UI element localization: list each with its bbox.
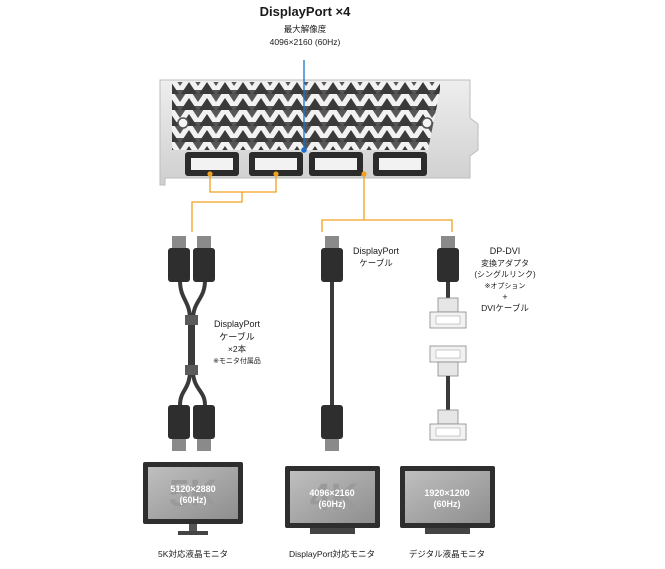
right-cable-label: DP-DVI 変換アダプタ (シングルリンク) ※オプション + DVIケーブル	[474, 246, 536, 313]
svg-text:※モニタ付属品: ※モニタ付属品	[213, 356, 261, 365]
monitor-dvi-refresh: (60Hz)	[433, 499, 460, 509]
svg-text:※オプション: ※オプション	[485, 282, 526, 290]
svg-text:DVIケーブル: DVIケーブル	[481, 303, 529, 313]
gpu-bracket	[159, 79, 479, 186]
monitor-dvi-label: デジタル液晶モニタ	[409, 549, 485, 559]
svg-text:DisplayPort: DisplayPort	[214, 319, 261, 329]
screw-left	[177, 117, 189, 129]
monitor-dvi-resolution: 1920×1200	[424, 488, 469, 498]
pointer-line	[301, 60, 307, 153]
svg-text:+: +	[502, 292, 507, 302]
monitor-5k-resolution: 5120×2880	[170, 484, 215, 494]
dp-dvi-adapter	[429, 236, 467, 329]
left-cable-label: DisplayPort ケーブル ×2本 ※モニタ付属品	[213, 319, 261, 365]
dvi-cable	[429, 345, 467, 441]
screw-right	[421, 117, 433, 129]
monitor-4k: 4K 4096×2160 (60Hz)	[285, 466, 380, 534]
monitor-4k-refresh: (60Hz)	[318, 499, 345, 509]
dp-cable-single	[321, 236, 343, 451]
dp-cable-pair	[168, 236, 215, 451]
dp-port-3	[309, 152, 363, 176]
monitor-4k-resolution: 4096×2160	[309, 488, 354, 498]
header-resolution: 4096×2160 (60Hz)	[270, 37, 341, 47]
monitor-5k: 5K 5120×2880 (60Hz)	[143, 462, 243, 535]
monitor-5k-label: 5K対応液晶モニタ	[158, 549, 228, 559]
dp-port-1	[185, 152, 239, 176]
monitor-5k-refresh: (60Hz)	[179, 495, 206, 505]
monitor-4k-label: DisplayPort対応モニタ	[289, 549, 375, 559]
connection-lines	[191, 171, 453, 232]
svg-text:DisplayPort: DisplayPort	[353, 246, 400, 256]
svg-text:ケーブル: ケーブル	[219, 331, 254, 342]
header-subtitle: 最大解像度	[284, 24, 327, 34]
monitor-4k-watermark: 4K	[310, 477, 359, 519]
monitor-dvi: 1920×1200 (60Hz)	[400, 466, 495, 534]
monitor-5k-watermark: 5K	[169, 473, 218, 515]
dp-port-4	[373, 152, 427, 176]
svg-text:(シングルリンク): (シングルリンク)	[474, 269, 536, 279]
dp-port-2	[249, 152, 303, 176]
svg-text:×2本: ×2本	[228, 344, 247, 354]
header-title: DisplayPort ×4	[260, 4, 351, 19]
svg-text:変換アダプタ: 変換アダプタ	[481, 258, 529, 268]
middle-cable-label: DisplayPort ケーブル	[353, 246, 400, 268]
svg-text:DP-DVI: DP-DVI	[490, 246, 521, 256]
svg-text:ケーブル: ケーブル	[359, 258, 393, 268]
